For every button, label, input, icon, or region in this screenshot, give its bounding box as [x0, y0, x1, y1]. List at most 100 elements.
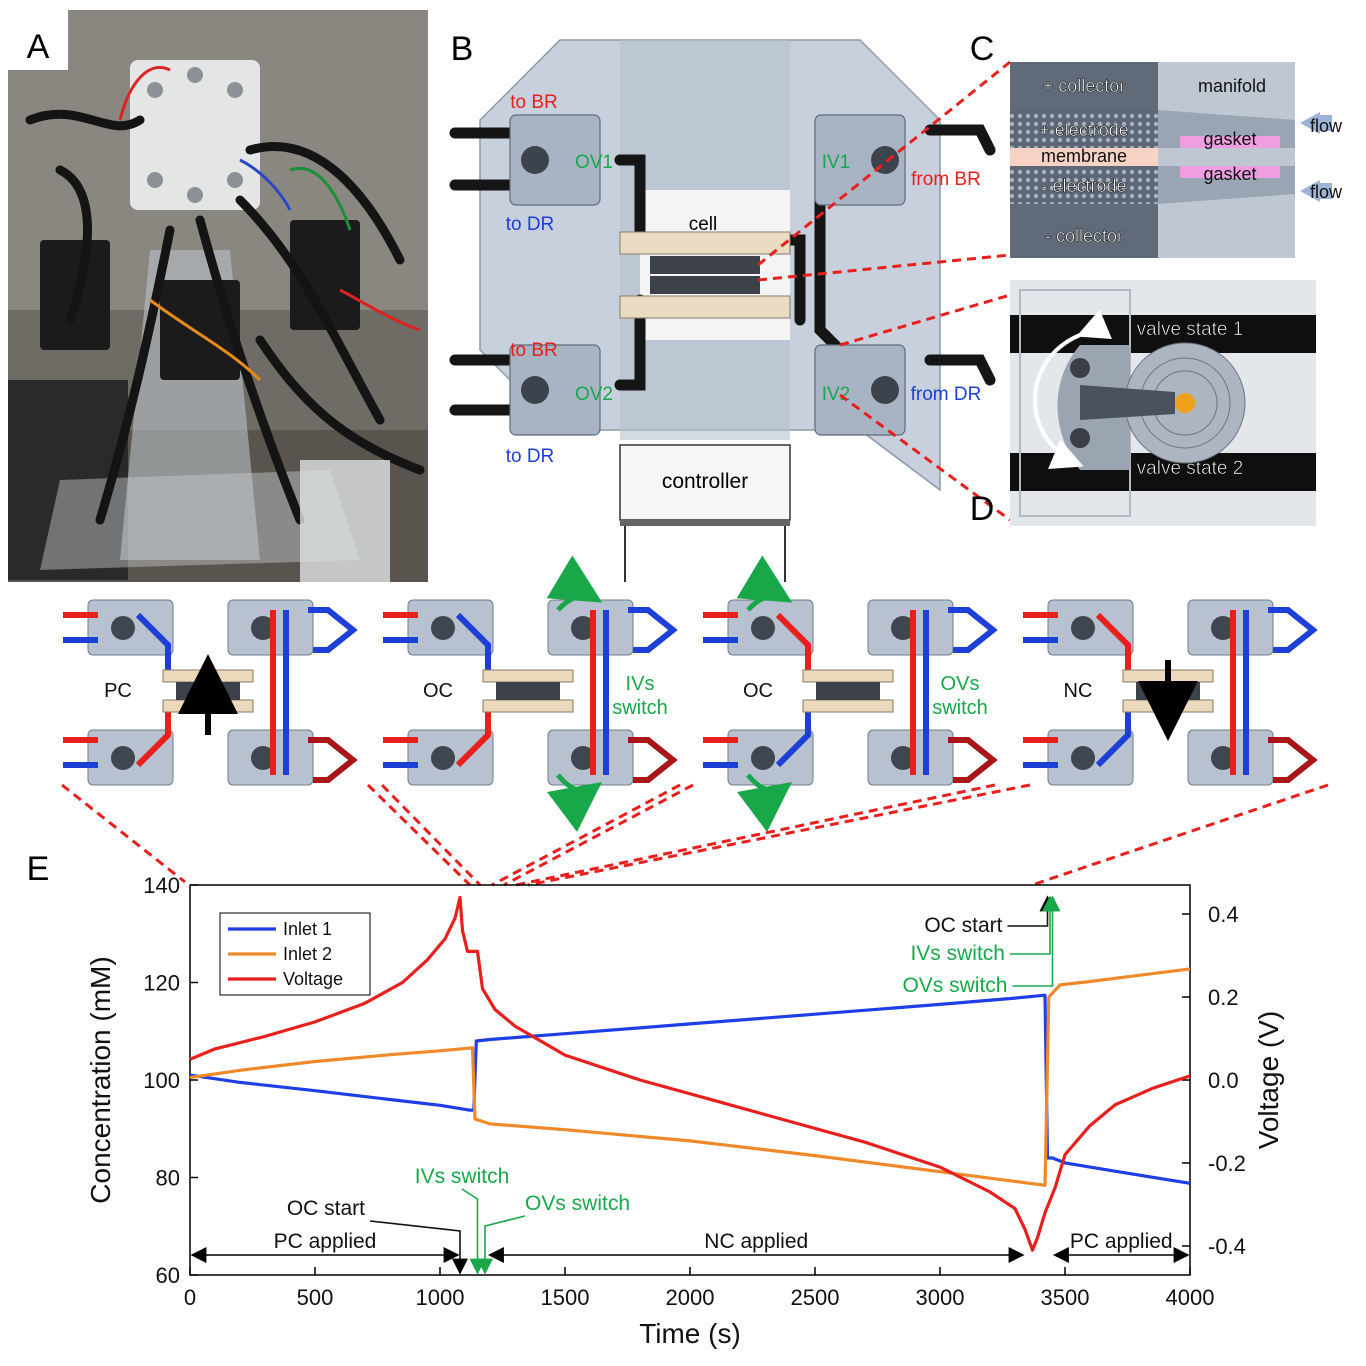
mini-valve-motor	[111, 746, 135, 770]
label-gasket-top: gasket	[1203, 129, 1256, 149]
label-to-br-top: to BR	[510, 92, 558, 113]
label-flow-top: flow	[1310, 116, 1343, 136]
mini-tube	[775, 612, 811, 680]
panel-label-d: D	[970, 490, 995, 528]
mini-cell	[802, 699, 894, 713]
mini-tube	[948, 607, 998, 653]
y-tick-label: 100	[143, 1068, 180, 1093]
mini-tube	[135, 612, 171, 680]
mini-valve-motor	[431, 616, 455, 640]
label-from-dr: from DR	[911, 384, 982, 405]
x-tick-label: 4000	[1166, 1285, 1215, 1310]
x-tick-label: 1000	[416, 1285, 465, 1310]
switch-arrow	[546, 555, 603, 612]
y-axis-label: Concentration (mM)	[85, 956, 116, 1203]
x-tick-label: 1500	[541, 1285, 590, 1310]
mini-valve-motor	[1071, 746, 1095, 770]
y2-tick-label: 0.4	[1208, 902, 1239, 927]
mini-tube	[1268, 607, 1318, 653]
y2-tick-label: 0.0	[1208, 1068, 1239, 1093]
label-to-dr-bottom: to DR	[506, 446, 555, 467]
x-tick-label: 500	[297, 1285, 334, 1310]
annotation-arrow	[1012, 895, 1061, 987]
legend-entry: Inlet 2	[283, 944, 332, 964]
annotation-label: IVs switch	[415, 1165, 510, 1188]
y-tick-label: 120	[143, 971, 180, 996]
mini-valve-motor	[571, 746, 595, 770]
mini-tube	[628, 607, 678, 653]
mini-valve-motor	[251, 746, 275, 770]
mini-valve-motor	[751, 746, 775, 770]
panel-label-c: C	[970, 30, 995, 68]
mini-tube	[628, 737, 678, 783]
label-ov2: OV2	[575, 384, 613, 405]
switch-note: OVs	[941, 673, 980, 695]
mini-valve-motor	[891, 746, 915, 770]
mini-cell	[816, 682, 880, 700]
sequence-step: NC	[1023, 599, 1318, 786]
switch-arrow	[736, 555, 793, 612]
zoom-lines-b	[757, 60, 1011, 522]
sequence-step: PC	[63, 599, 358, 786]
mode-label: OC	[423, 680, 453, 702]
label-valve-state-2: valve state 2	[1137, 458, 1244, 479]
series-line-inlet-1	[189, 993, 1191, 1185]
mini-cell	[482, 669, 574, 683]
x-tick-label: 2000	[666, 1285, 715, 1310]
legend-entry: Inlet 1	[283, 919, 332, 939]
label-ov1: OV1	[575, 152, 613, 173]
y2-tick-label: 0.2	[1208, 985, 1239, 1010]
panel-a-photo	[8, 10, 428, 582]
panel-d-diagram	[1010, 280, 1316, 526]
label-pos-electrode: + electrode	[1039, 120, 1129, 140]
y2-axis-label: Voltage (V)	[1253, 1011, 1284, 1150]
mini-tube	[948, 737, 998, 783]
mini-cell	[802, 669, 894, 683]
mini-valve-motor	[891, 616, 915, 640]
mini-cell	[482, 699, 574, 713]
mini-tube	[455, 612, 491, 680]
annotation-label: IVs switch	[910, 942, 1005, 965]
mini-valve-motor	[571, 616, 595, 640]
y-tick-label: 80	[156, 1166, 180, 1191]
x-tick-label: 3500	[1041, 1285, 1090, 1310]
mini-tube	[1095, 612, 1131, 680]
annotation-arrow	[477, 1215, 526, 1275]
switch-arrow	[736, 773, 793, 832]
mini-cell	[496, 682, 560, 700]
label-cell: cell	[689, 214, 718, 235]
annotation-label: OC start	[287, 1197, 365, 1220]
label-iv1: IV1	[822, 152, 851, 173]
annotation-label: OVs switch	[525, 1192, 630, 1215]
panel-label-e: E	[27, 850, 50, 888]
panel-label-b: B	[451, 30, 474, 68]
mini-tube	[1095, 705, 1131, 768]
label-gasket-bottom: gasket	[1203, 164, 1256, 184]
label-flow-bottom: flow	[1310, 182, 1343, 202]
label-to-dr-top: to DR	[506, 214, 555, 235]
label-to-br-bottom: to BR	[510, 340, 558, 361]
annotation-arrow	[461, 1188, 486, 1275]
label-manifold: manifold	[1198, 76, 1266, 96]
mini-tube	[775, 705, 811, 768]
mini-tube	[308, 607, 358, 653]
annotation-label: OC start	[924, 914, 1002, 937]
mini-tube	[308, 737, 358, 783]
annotation-arrow	[369, 1220, 468, 1275]
switch-note: IVs	[626, 673, 655, 695]
mode-label: PC	[104, 680, 132, 702]
annotation-arrow	[1010, 895, 1058, 955]
series-line-voltage	[189, 895, 1191, 1252]
x-axis-label: Time (s)	[639, 1318, 741, 1349]
annotation-arrow	[1007, 895, 1056, 927]
range-label: NC applied	[704, 1230, 808, 1253]
series-line-inlet-2	[189, 967, 1191, 1187]
mode-label: OC	[743, 680, 773, 702]
y-tick-label: 140	[143, 873, 180, 898]
mini-tube	[455, 705, 491, 768]
mini-valve-motor	[1211, 746, 1235, 770]
